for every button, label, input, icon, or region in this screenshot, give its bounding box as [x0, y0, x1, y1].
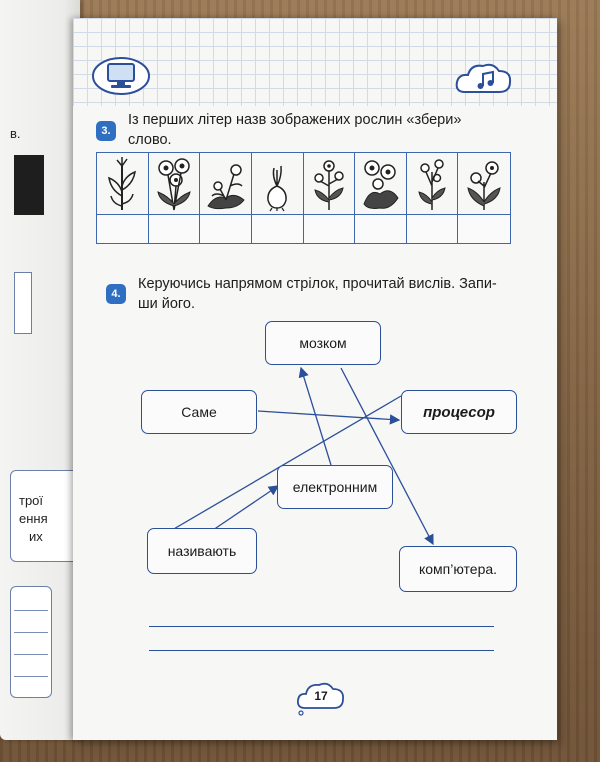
plant-icon-3 [206, 163, 245, 209]
left-page: в. трої ення их [0, 0, 82, 740]
arrow [257, 410, 401, 425]
plant-cell [303, 153, 356, 215]
arrow [298, 366, 332, 466]
plant-cell [251, 153, 304, 215]
word-box-elektronnym: електронним [277, 465, 393, 509]
plant-icon-7 [418, 158, 446, 210]
left-fragment-text: их [29, 529, 43, 544]
left-box [14, 272, 32, 334]
word-box-kompiutera: комп’ютера. [399, 546, 517, 592]
plant-cell [200, 153, 252, 215]
plant-icon-5 [314, 159, 344, 210]
answer-cell[interactable] [303, 215, 356, 243]
plant-icon-1 [108, 156, 137, 210]
plant-cell [148, 153, 201, 215]
answer-cell[interactable] [458, 215, 510, 243]
cloud-music-icon [455, 63, 512, 93]
plant-icon-6 [363, 159, 400, 209]
left-line [14, 676, 48, 677]
left-fragment-text: ення [19, 511, 48, 526]
task-4-line-2: ши його. [138, 296, 195, 312]
word-box-protsesor: процесор [401, 390, 517, 434]
answer-cell[interactable] [406, 215, 459, 243]
answer-cell[interactable] [97, 215, 149, 243]
answer-cell[interactable] [200, 215, 252, 243]
task-3-line-1: Із перших літер назв зображених рослин «… [128, 112, 462, 128]
page-number: 17 [314, 689, 328, 703]
plant-icon-4 [267, 165, 288, 211]
arrow-diagram [153, 366, 434, 546]
task-4-line-1: Керуючись напрямом стрілок, прочитай вис… [138, 276, 497, 292]
answer-line-2[interactable] [149, 650, 494, 651]
answer-cell[interactable] [148, 215, 201, 243]
answer-cell[interactable] [355, 215, 407, 243]
task-3-number: 3. [96, 121, 116, 141]
task-4-number: 4. [106, 284, 126, 304]
computer-icon [92, 57, 150, 95]
workbook-page: 3. Із перших літер назв зображених росли… [73, 18, 557, 740]
monitor-icon [14, 155, 44, 215]
left-line [14, 610, 48, 611]
left-text-box: трої ення их [10, 470, 82, 562]
plant-cell [97, 153, 149, 215]
left-fragment-text: в. [10, 126, 21, 141]
word-box-nazyvaiut: називають [147, 528, 257, 574]
left-line [14, 632, 48, 633]
answer-line-1[interactable] [149, 626, 494, 627]
page-number-cloud-icon [296, 682, 344, 716]
answer-cell[interactable] [251, 215, 304, 243]
arrow [212, 485, 280, 531]
plant-icon-2 [157, 157, 191, 210]
plant-cell [406, 153, 459, 215]
word-box-same: Саме [141, 390, 257, 434]
plant-cell [458, 153, 510, 215]
left-fragment-text: трої [19, 493, 44, 508]
task-3-line-2: слово. [128, 132, 172, 148]
left-line [14, 654, 48, 655]
plant-cell [355, 153, 407, 215]
word-box-mozkom: мозком [265, 321, 381, 365]
left-lined-box [10, 586, 52, 698]
plant-icon-8 [467, 160, 501, 210]
plant-table [96, 152, 511, 244]
arrow [340, 367, 434, 546]
